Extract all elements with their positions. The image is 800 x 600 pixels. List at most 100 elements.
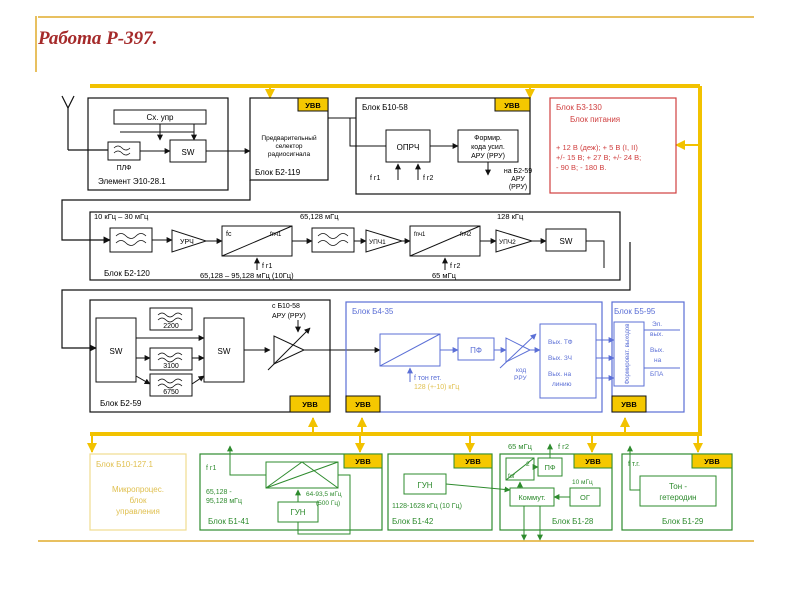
left-decor-line <box>35 16 37 72</box>
sw-label: SW <box>182 148 195 157</box>
uvv-badge: УВВ <box>305 101 321 110</box>
b1-28-name: Блок Б1-28 <box>552 517 594 526</box>
fpch1-label-b: fпч1 <box>414 232 426 238</box>
control-circuit-label: Сх. упр <box>146 113 174 122</box>
b4-35-ftone: f тон гет. <box>414 375 441 382</box>
former-label-3: АРУ (РРУ) <box>471 153 505 160</box>
b5-95-out-el-2: вых. <box>650 331 663 338</box>
b1-28-div-for: fог <box>508 474 516 480</box>
b1-29-tone-2: гетеродин <box>659 493 696 502</box>
uvv-badge: УВВ <box>302 400 318 409</box>
b4-35-out-tf: Вых. ТФ <box>548 339 573 346</box>
b1-42-range: 1128-1628 кГц (10 Гц) <box>392 503 462 510</box>
block-b1-29: УВВ f т.г. Тон - гетеродин Блок Б1-29 <box>621 445 733 531</box>
b4-35-code-2: РРУ <box>514 375 528 382</box>
b1-41-gun: ГУН <box>290 508 305 517</box>
b4-35-ftone-val: 128 (+-10) кГц <box>414 384 459 391</box>
b2-59-agc-2: АРУ (РРУ) <box>272 313 306 320</box>
b10-58-name: Блок Б10-58 <box>362 103 408 112</box>
block-b1-28: 65 мГц f г2 УВВ 2 fог ПФ Коммут. ОГ 10 м… <box>499 442 613 541</box>
b1-41-gun-range-2: (500 Гц) <box>316 500 340 507</box>
slide-title: Работа Р-397. <box>38 28 158 49</box>
b10-127-desc-1: Микропроцес. <box>112 485 164 494</box>
b2-120-if2: 128 кГц <box>497 212 524 221</box>
block-b10-127: Блок Б10-127.1 Микропроцес. блок управле… <box>89 453 187 531</box>
b1-41-fr1: f г1 <box>206 465 216 472</box>
b1-28-fr2: f г2 <box>558 442 569 451</box>
filter-2200: 2200 <box>163 323 179 330</box>
b2-119-desc-2: селектор <box>275 143 302 150</box>
block-b5-95: Блок Б5-95 Формироват. выходов Эл. вых. … <box>611 301 685 413</box>
b10-58-fr2: f г2 <box>423 175 433 182</box>
uvv-badge: УВВ <box>355 400 371 409</box>
upch1-label: УПЧ1 <box>369 239 386 246</box>
element-name: Элемент Э10-28.1 <box>98 177 166 186</box>
filter-3100: 3100 <box>163 363 179 370</box>
block-b2-59: SW 2200 3100 6750 SW с Б10-58 АРУ (РРУ) … <box>61 242 631 413</box>
b2-120-if1: 65,128 мГц <box>300 212 339 221</box>
b5-95-name: Блок Б5-95 <box>614 307 656 316</box>
b10-58-fr1: f г1 <box>370 175 380 182</box>
block-b2-120: 10 кГц – 30 мГц 65,128 мГц 128 кГц УРЧ f… <box>61 180 621 281</box>
b1-29-tone-1: Тон - <box>669 482 687 491</box>
b5-95-out-bpa-1: Вых. <box>650 347 664 354</box>
b2-59-sw-out: SW <box>218 347 231 356</box>
b1-28-top: 65 мГц <box>508 442 533 451</box>
block-b2-119: УВВ Предварительный селектор радиосигнал… <box>249 97 329 181</box>
b2-59-agc-1: с Б10-58 <box>272 303 300 310</box>
b10-127-desc-3: управления <box>116 507 160 516</box>
b1-28-og-freq: 10 мГц <box>572 479 593 486</box>
fpch2-label: fпч2 <box>460 232 472 238</box>
b2-120-fr2-val: 65 мГц <box>432 271 457 280</box>
former-label-1: Формир. <box>474 135 502 142</box>
bottom-decor-line <box>38 540 754 542</box>
b2-120-fr1: f г1 <box>262 263 272 270</box>
fpch1-label-a: fпч1 <box>270 232 282 238</box>
b1-29-name: Блок Б1-29 <box>662 517 704 526</box>
b1-41-range-2: 95,128 мГц <box>206 498 242 505</box>
uvv-badge: УВВ <box>585 457 601 466</box>
oprch-label: ОПРЧ <box>397 143 420 152</box>
b5-95-out-el-1: Эл. <box>652 321 662 328</box>
b2-120-sw: SW <box>560 237 573 246</box>
b1-28-komm: Коммут. <box>518 493 545 502</box>
fc-label: fc <box>226 231 232 238</box>
antenna-icon <box>61 95 108 151</box>
b1-42-gun: ГУН <box>417 481 432 490</box>
b2-59-name: Блок Б2-59 <box>100 399 142 408</box>
upch2-label: УПЧ2 <box>499 239 516 246</box>
b1-29-ftg: f т.г. <box>628 461 640 468</box>
b2-119-desc-1: Предварительный <box>261 134 317 142</box>
b5-95-out-bpa-3: БПА <box>650 371 664 378</box>
b2-120-fr1-range: 65,128 – 95,128 мГц (10Гц) <box>200 271 294 280</box>
b2-59-sw-in: SW <box>110 347 123 356</box>
block-b10-58: Блок Б10-58 УВВ ОПРЧ Формир. кода усил. … <box>328 97 532 195</box>
b10-58-out-2: АРУ <box>511 176 525 183</box>
b2-120-fr2: f г2 <box>450 263 460 270</box>
b3-130-line-1: + 12 В (деж); + 5 В (I, II) <box>556 143 638 152</box>
uvv-badge: УВВ <box>504 101 520 110</box>
b1-28-div-2: 2 <box>526 461 530 468</box>
b10-58-out-3: (РРУ) <box>509 184 527 191</box>
b1-41-range-1: 65,128 - <box>206 489 232 496</box>
b3-130-line-3: - 90 В; - 180 В. <box>556 163 606 172</box>
b4-35-pf: ПФ <box>470 346 482 355</box>
bus-taps <box>87 88 703 453</box>
b1-41-name: Блок Б1-41 <box>208 517 250 526</box>
b1-28-og: ОГ <box>580 493 590 502</box>
uvv-badge: УВВ <box>465 457 481 466</box>
b3-130-name-1: Блок Б3-130 <box>556 103 602 112</box>
filter-6750: 6750 <box>163 389 179 396</box>
former-label-2: кода усил. <box>471 144 505 151</box>
urch-label: УРЧ <box>180 239 194 246</box>
plf-label: ПЛФ <box>117 165 132 172</box>
uvv-badge: УВВ <box>704 457 720 466</box>
block-b4-35: Блок Б4-35 ПФ код РРУ Вых. ТФ Вых. ЗЧ Вы… <box>345 301 615 413</box>
b4-35-out-zch: Вых. ЗЧ <box>548 355 572 362</box>
b1-41-gun-range-1: 64-93,5 мГц <box>306 491 342 498</box>
b2-119-desc-3: радиосигнала <box>268 151 311 158</box>
element-e10-28: Сх. упр ПЛФ SW Элемент Э10-28.1 <box>87 97 251 191</box>
block-b1-42: УВВ ГУН 1128-1628 кГц (10 Гц) Блок Б1-42 <box>387 453 511 531</box>
b4-35-out-line-2: линию <box>552 381 572 388</box>
b2-120-name: Блок Б2-120 <box>104 269 150 278</box>
